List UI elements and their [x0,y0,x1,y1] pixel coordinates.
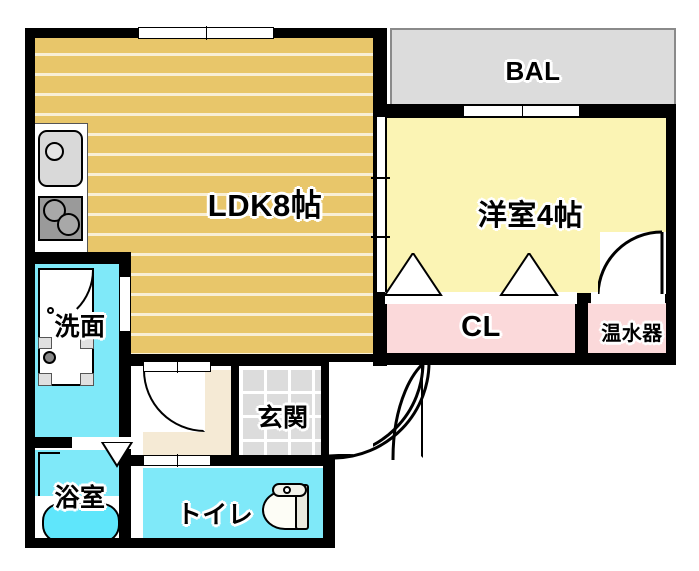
entrance-area [243,370,323,455]
water-heater-label: 温水器 [601,323,663,345]
bedroom-label: 洋室4帖 [477,200,584,232]
appliance-foot [80,337,94,349]
burner-icon [57,213,80,236]
closet-folding-doors [385,253,559,296]
appliance-foot [80,373,94,386]
closet-room [385,302,577,354]
wall-left-outer [25,28,35,548]
slide-mark [371,177,390,179]
wall-ldk-sanitary [25,252,130,264]
entry-strip [329,362,373,454]
window-mullion [206,26,207,40]
hall-door-band [143,360,211,373]
door-mullion [177,360,178,373]
washroom-label: 洗面 [54,313,106,341]
bath-folding-door [100,442,134,468]
appliance-foot [38,337,52,349]
wall-hall-toilet [119,455,335,466]
balcony-sliding-window [463,104,580,118]
balcony-label: BAL [505,56,561,86]
wall-bottom-left [25,538,335,548]
ldk-north-window [138,26,274,40]
window-mullion [521,104,523,118]
wall-hall-genkan [231,362,239,458]
sink-drain-icon [45,142,64,161]
wall-heater-right [666,293,676,355]
balcony-area [390,28,676,112]
wall-genkan-right [321,362,329,458]
washer-dial-icon [43,351,56,364]
entrance-door-arc-outer [334,359,431,460]
ldk-label: LDK8帖 [207,188,323,223]
closet-label: CL [461,311,501,343]
toilet-sliding-door [143,454,211,467]
wall-bedroom-right [666,104,676,296]
wall-toilet-right [323,455,335,548]
vanity-knob-icon [47,307,54,314]
wall-closet-heater [575,293,588,355]
toilet-flush-icon [283,486,291,494]
bedroom-door-opening [600,232,666,294]
washroom-door [119,276,131,332]
door-mullion [177,454,178,467]
slide-mark [371,236,390,238]
entrance-door-arc [329,362,423,458]
heater-door-band [591,292,665,304]
bedroom-door-arc [598,230,664,295]
water-heater-room [588,302,676,354]
appliance-foot [38,373,52,386]
wall-closet-bottom [373,353,676,365]
toilet-label: トイレ [176,501,254,529]
entrance-tiles [243,370,323,455]
ldk-bedroom-sliding-door [376,116,386,293]
bathroom-label: 浴室 [54,484,106,512]
entrance-label: 玄関 [257,404,309,432]
